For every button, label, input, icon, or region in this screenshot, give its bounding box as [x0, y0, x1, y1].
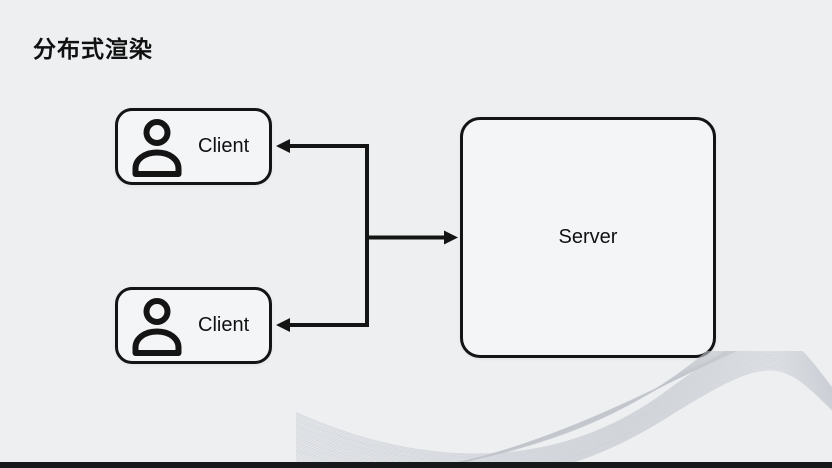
arrowhead-client-bottom [276, 318, 290, 332]
server-node: Server [460, 117, 716, 358]
slide-title: 分布式渲染 [33, 36, 153, 62]
client-label: Client [198, 135, 250, 157]
client-label: Client [198, 314, 250, 336]
arrowhead-server [444, 230, 458, 245]
client-bottom-node: Client [115, 287, 272, 364]
server-label: Server [558, 226, 618, 248]
arrowhead-client-top [276, 139, 290, 153]
wave-decoration [296, 351, 832, 462]
client-top-node: Client [115, 108, 272, 185]
connector-line-clients [289, 144, 369, 327]
bottom-bar [0, 462, 832, 468]
person-icon [132, 118, 182, 177]
person-icon [132, 297, 182, 356]
